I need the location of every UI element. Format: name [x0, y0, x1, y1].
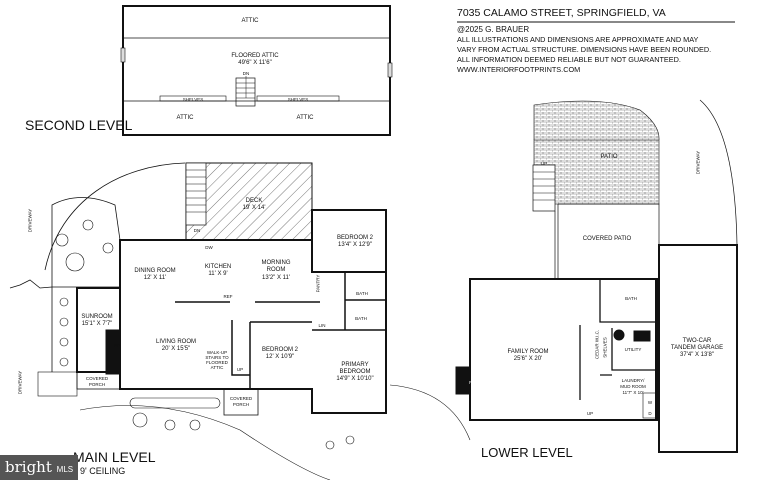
room-label: PORCH — [88, 382, 106, 387]
room-label: COVERED — [229, 396, 253, 401]
copyright: @2025 G. BRAUER — [457, 25, 530, 34]
shelves-label: SHELVES — [287, 97, 309, 102]
room-dims: 37'4" X 13'8" — [680, 352, 714, 358]
room-dims: 13'4" X 12'9" — [338, 242, 372, 248]
main-level-plan — [9, 162, 471, 480]
disclaimer-line: ALL INFORMATION DEEMED RELIABLE BUT NOT … — [457, 55, 681, 64]
appliance-label: REF — [223, 294, 233, 299]
room-dims: 12' X 11' — [143, 275, 167, 281]
stair-label: UP — [540, 161, 548, 166]
room-label: BATH — [625, 296, 637, 301]
stairs-note: ATTIC — [210, 365, 224, 370]
room-label: LIN — [318, 323, 326, 328]
fireplace-label: FP — [114, 343, 120, 348]
room-label: DECK — [245, 198, 263, 204]
stair-label: UP — [236, 367, 244, 372]
stairs-note: STAIRS TO — [205, 355, 229, 360]
room-label: TWO-CAR — [682, 338, 712, 344]
room-dims: 15'1" X 7'7" — [81, 321, 113, 327]
room-label: UTILITY — [624, 347, 642, 352]
room-dims: 19' X 14' — [242, 205, 266, 211]
room-label: ATTIC — [241, 18, 259, 24]
room-label: COVERED — [85, 376, 109, 381]
level-title: MAIN LEVEL — [73, 449, 156, 465]
room-label: MORNING — [261, 260, 291, 266]
room-dims: 49'6" X 11'6" — [238, 60, 272, 66]
room-label: ROOM — [266, 267, 286, 273]
stairs-note: WALK-UP — [206, 350, 228, 355]
level-title: LOWER LEVEL — [481, 445, 573, 460]
website-link[interactable]: WWW.INTERIORFOOTPRINTS.COM — [457, 65, 581, 74]
room-label: CEDAR W.I.C. — [594, 329, 600, 360]
stair-label: DN — [193, 228, 201, 233]
room-label: PORCH — [232, 402, 250, 407]
room-label: BEDROOM 2 — [261, 347, 299, 353]
room-dims: 11'7" X 10' — [622, 390, 644, 395]
stair-label: DN — [242, 71, 250, 76]
room-dims: 20' X 15'5" — [161, 346, 191, 352]
driveway-label: DRIVEWAY — [17, 370, 23, 395]
room-label: BATH — [355, 316, 367, 321]
disclaimer-line: ALL ILLUSTRATIONS AND DIMENSIONS ARE APP… — [457, 35, 699, 44]
room-label: LIVING ROOM — [155, 339, 197, 345]
room-dims: 25'6" X 20' — [513, 356, 543, 362]
room-label: SUNROOM — [81, 314, 113, 320]
level-title: SECOND LEVEL — [25, 117, 133, 133]
room-label: ATTIC — [176, 115, 194, 121]
fireplace-label: FP — [469, 380, 475, 385]
room-label: TANDEM GARAGE — [670, 345, 724, 351]
room-dims: 14'9" X 10'10" — [336, 376, 374, 382]
watermark-suffix: MLS — [56, 465, 74, 474]
disclaimer-line: VARY FROM ACTUAL STRUCTURE. DIMENSIONS H… — [457, 45, 712, 54]
shelves-label: SHELVES — [182, 97, 204, 102]
address: 7035 CALAMO STREET, SPRINGFIELD, VA — [457, 7, 666, 19]
driveway-label: DRIVEWAY — [695, 150, 701, 175]
ceiling-note: 9' CEILING — [80, 466, 126, 476]
room-label: MUD ROOM — [620, 384, 646, 389]
room-dims: 12' X 10'9" — [265, 354, 295, 360]
room-label: KITCHEN — [204, 264, 232, 270]
driveway-label: DRIVEWAY — [27, 208, 33, 233]
brightmls-watermark: bright MLS — [0, 455, 78, 480]
room-label: FAMILY ROOM — [507, 349, 549, 355]
room-label: BATH — [356, 291, 368, 296]
room-label: DINING ROOM — [134, 268, 176, 274]
room-label: BEDROOM 2 — [336, 235, 374, 241]
room-label: ATTIC — [296, 115, 314, 121]
room-dims: 11' X 9' — [208, 271, 228, 277]
washer-label: W — [647, 400, 653, 405]
lower-level-plan — [455, 99, 738, 453]
appliance-label: DW — [205, 245, 213, 250]
room-label: FLOORED ATTIC — [231, 53, 279, 59]
room-label: PATIO — [600, 154, 618, 160]
room-dims: 13'2" X 11' — [262, 275, 290, 281]
room-label: COVERED PATIO — [582, 236, 632, 242]
room-label: BEDROOM — [339, 369, 371, 375]
stairs-note: FLOORED — [206, 360, 228, 365]
room-label: PRIMARY — [341, 362, 369, 368]
second-level-plan — [120, 5, 393, 136]
stair-label: UP — [586, 411, 594, 416]
room-label: PANTRY — [315, 274, 321, 293]
watermark-brand: bright — [5, 458, 52, 476]
dryer-label: D — [648, 411, 652, 416]
room-label: LAUNDRY/ — [621, 378, 645, 383]
shelves-label: SHELVES — [602, 337, 608, 358]
